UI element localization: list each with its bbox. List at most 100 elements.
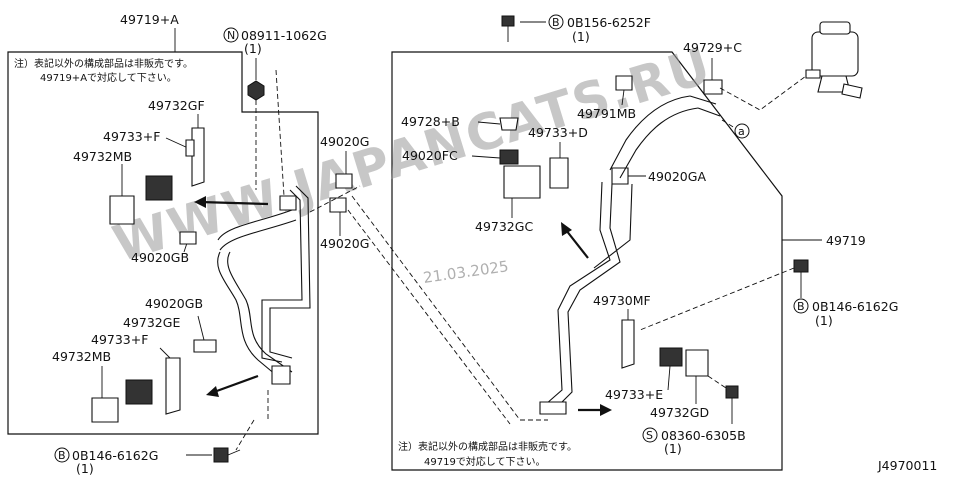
label-49020g-b: 49020G (320, 236, 369, 251)
cap-49728-b-icon (499, 117, 519, 131)
top-bolt-callout: B 0B156-6252F (1) (501, 14, 651, 44)
grommet-49732mb-low-icon (125, 379, 153, 405)
right-clamp-bottom-icon (539, 401, 567, 415)
clamp-49020fc-icon (499, 149, 519, 165)
label-49719: 49719 (826, 233, 866, 248)
label-49729-c: 49729+C (683, 40, 742, 55)
label-49733-f-top: 49733+F (103, 129, 160, 144)
nut-callout: N 08911-1062G (1) (223, 27, 327, 101)
bracket-49732gc-icon (503, 165, 541, 199)
clamp-49020gb-mid-icon (179, 231, 197, 245)
screw-qty: (1) (664, 441, 682, 456)
tank-link-dashed (719, 75, 807, 111)
leader-49733-f-top (165, 137, 189, 149)
left-pipe-assembly (217, 69, 311, 451)
clamp-49020ga-icon (611, 167, 629, 185)
label-49020ga: 49020GA (648, 169, 706, 184)
arrow-gc-head-icon (561, 222, 572, 236)
right-note-line1: 注）表記以外の構成部品は非販売です。 (398, 440, 577, 453)
screw-icon (725, 385, 739, 399)
ref-link-dashed (721, 119, 739, 131)
left-bolt-icon (213, 447, 229, 463)
screw-symbol: S (646, 429, 653, 442)
flange-nut-icon (247, 80, 265, 101)
label-0b146-6162g-right: 0B146-6162G (812, 299, 898, 314)
left-bolt-shank (227, 449, 241, 456)
label-49733-e: 49733+E (605, 387, 663, 402)
label-49732gd: 49732GD (650, 405, 709, 420)
leader-49732ge (197, 315, 205, 341)
right-bolt-link-dashed (639, 267, 795, 331)
clamp-49729-c-icon (703, 79, 723, 95)
nut-qty: (1) (244, 41, 262, 56)
label-49791mb: 49791MB (577, 106, 636, 121)
label-49733-f-low: 49733+F (91, 332, 148, 347)
ref-marker: a (738, 125, 745, 138)
label-08911-1062g: 08911-1062G (241, 28, 327, 43)
label-49020gb-low: 49020GB (145, 296, 203, 311)
screw-callout: S 08360-6305B (1) (642, 375, 746, 456)
figure-code: J4970011 (877, 458, 937, 473)
left-assembly-frame (7, 51, 319, 435)
label-0b146-6162g-left: 0B146-6162G (72, 448, 158, 463)
bracket-49732gf-icon (191, 127, 205, 187)
left-clamp-top-icon (279, 195, 297, 211)
leader-49733-e (667, 365, 671, 391)
ref-marker-circle (734, 123, 750, 139)
label-49732mb-top: 49732MB (73, 149, 132, 164)
clamp-49791mb-icon (615, 75, 633, 91)
bracket-49732gd-icon (685, 349, 709, 377)
right-bolt-qty: (1) (815, 313, 833, 328)
label-49732gc: 49732GC (475, 219, 533, 234)
grommet-49732mb-low-left-icon (91, 397, 119, 423)
right-bolt-icon (793, 259, 809, 273)
bracket-49730mf-icon (621, 319, 635, 369)
label-49733-d: 49733+D (528, 125, 588, 140)
label-49020g-a: 49020G (320, 134, 369, 149)
arrow-top-shaft (199, 200, 269, 206)
label-49732gf: 49732GF (148, 98, 205, 113)
right-note-line2: 49719で対応して下さい。 (424, 455, 546, 468)
clip-49733-e-icon (659, 347, 683, 367)
screw-symbol-circle (642, 427, 658, 443)
clamp-49020gb-low-icon (193, 339, 217, 353)
right-pipe-assembly (539, 95, 721, 415)
clamp-49020g-a-icon (335, 173, 353, 189)
right-bolt-symbol: B (797, 300, 805, 313)
reservoir-tank-icon (805, 21, 863, 99)
top-bolt-symbol: B (552, 16, 560, 29)
top-bolt-qty: (1) (572, 29, 590, 44)
pipe-link-dashed (309, 185, 548, 421)
right-bolt-callout: B 0B146-6162G (1) (639, 259, 898, 331)
grommet-49732mb-top-left-icon (109, 195, 135, 225)
pipe-link-dashed-2 (347, 209, 511, 425)
left-note-line2: 49719+Aで対応して下さい。 (40, 71, 177, 84)
leader-49020fc (471, 155, 501, 159)
arrow-gc-shaft (565, 229, 589, 259)
right-assembly-frame (391, 51, 783, 471)
screw-link-dashed (707, 375, 727, 389)
label-49020gb-mid: 49020GB (131, 250, 189, 265)
arrow-low-shaft (213, 374, 259, 394)
leader-49791mb (621, 89, 625, 106)
left-bolt-symbol: B (58, 449, 66, 462)
label-08360-6305b: 08360-6305B (661, 428, 746, 443)
clamp-49020g-b-icon (329, 197, 347, 213)
top-bolt-symbol-circle (548, 14, 564, 30)
label-0b156-6252f: 0B156-6252F (567, 15, 651, 30)
label-49732mb-low: 49732MB (52, 349, 111, 364)
label-49728-b: 49728+B (401, 114, 460, 129)
left-bolt-qty: (1) (76, 461, 94, 476)
nut-symbol: N (227, 29, 235, 42)
arrow-low-head-icon (206, 386, 219, 397)
watermark-date: 21.03.2025 (422, 257, 510, 287)
nut-symbol-circle (223, 27, 239, 43)
label-49732ge: 49732GE (123, 315, 180, 330)
clip-49733-d-icon (549, 157, 569, 189)
left-note-line1: 注）表記以外の構成部品は非販売です。 (14, 57, 193, 70)
grommet-49732mb-top-icon (145, 175, 173, 201)
arrow-top-head-icon (194, 196, 206, 208)
label-49730mf: 49730MF (593, 293, 651, 308)
label-49020fc: 49020FC (402, 148, 458, 163)
